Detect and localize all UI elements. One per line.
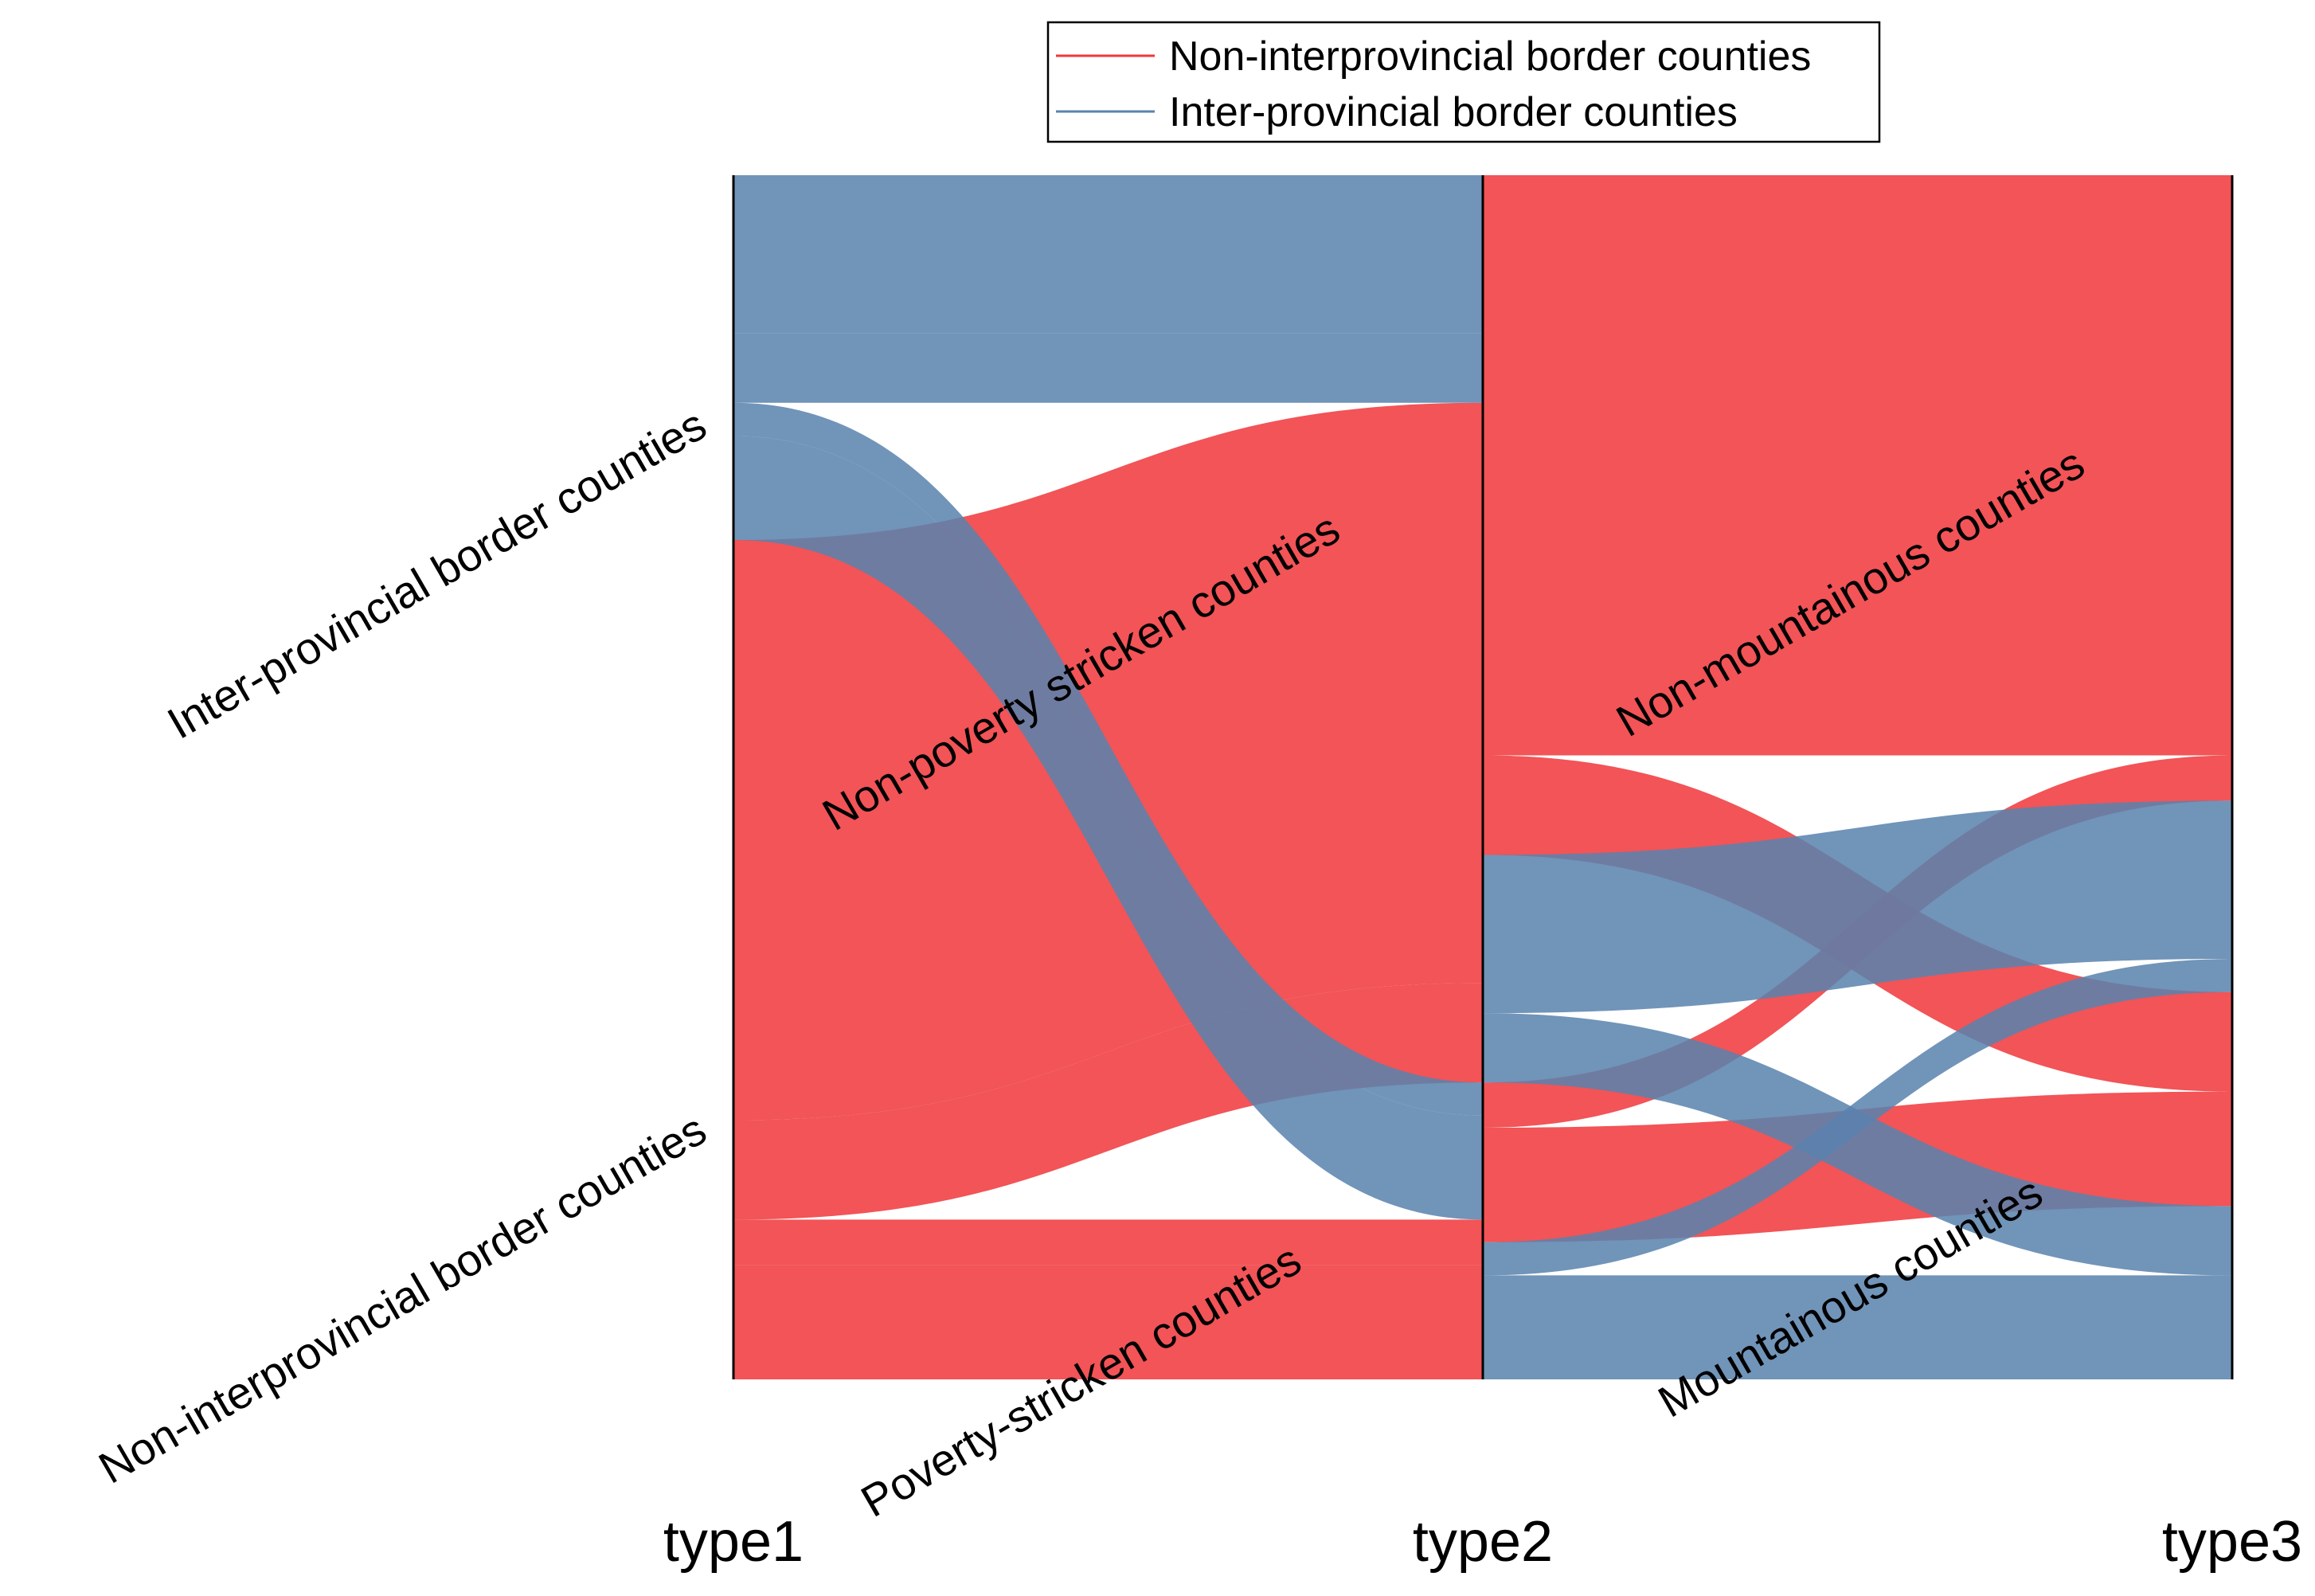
ribbon-inter-provincial-border-counties-1-type2-type3: [1483, 1013, 2232, 1276]
axis-label-type2: type2: [1413, 1510, 1553, 1574]
ribbon-inter-provincial-border-counties-3-type1-type2: [733, 436, 1483, 1220]
ribbon-inter-provincial-border-counties-0-type1-type2: [733, 175, 1483, 334]
ribbon-inter-provincial-border-counties-2-type1-type2: [733, 402, 1483, 1116]
legend-label-non-interprovincial-border-counties: Non-interprovincial border counties: [1169, 33, 1811, 80]
axes-layer: [732, 175, 2234, 1379]
ribbons-layer: [733, 175, 2232, 1379]
legend: Non-interprovincial border countiesInter…: [1046, 21, 1881, 143]
ribbon-non-interprovincial-border-counties-6-type1-type2: [733, 1219, 1483, 1265]
axis-label-type3: type3: [2162, 1510, 2302, 1574]
category-label-non-interprovincial-border-counties: Non-interprovincial border counties: [90, 1104, 714, 1493]
legend-label-inter-provincial-border-counties: Inter-provincial border counties: [1169, 89, 1738, 135]
legend-box: [1046, 21, 1881, 143]
ribbon-non-interprovincial-border-counties-4-type2-type3: [1483, 175, 2232, 756]
ribbon-inter-provincial-border-counties-3-type2-type3: [1483, 1275, 2232, 1379]
ribbon-inter-provincial-border-counties-0-type2-type3: [1483, 800, 2232, 1014]
ribbon-non-interprovincial-border-counties-7-type1-type2: [733, 1265, 1483, 1379]
ribbon-inter-provincial-border-counties-1-type1-type2: [733, 333, 1483, 403]
category-label-inter-provincial-border-counties: Inter-provincial border counties: [159, 399, 714, 749]
ribbon-inter-provincial-border-counties-2-type2-type3: [1483, 959, 2232, 1276]
axis-label-type1: type1: [663, 1510, 804, 1574]
axis-labels-layer: type1 type2 type3: [663, 1510, 2302, 1574]
